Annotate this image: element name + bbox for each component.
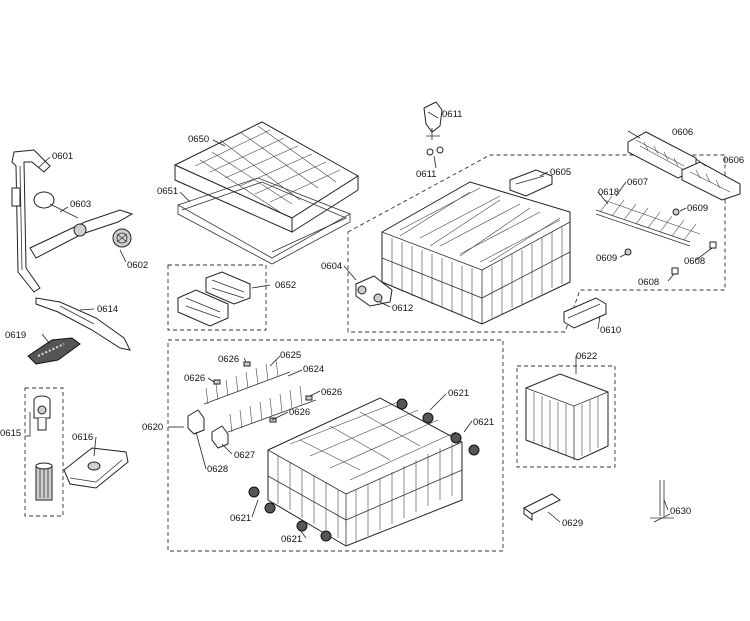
- label-0651: 0651: [157, 186, 178, 197]
- label-0615: 0615: [0, 428, 21, 439]
- label-0621-left: 0621: [230, 513, 251, 524]
- label-0628: 0628: [207, 464, 228, 475]
- lower-rack: [267, 397, 463, 547]
- supply-pipe-0601: [11, 149, 51, 293]
- label-0621-bottom: 0621: [281, 534, 302, 545]
- label-0616: 0616: [72, 432, 93, 443]
- label-0614: 0614: [97, 304, 118, 315]
- label-0603: 0603: [70, 199, 91, 210]
- label-0608-right: 0608: [684, 256, 705, 267]
- hub-0602: [112, 228, 132, 248]
- label-0624: 0624: [303, 364, 324, 375]
- part-0629: [523, 493, 561, 521]
- label-0618: 0618: [598, 187, 619, 198]
- label-0626-right: 0626: [321, 387, 342, 398]
- label-0629: 0629: [562, 518, 583, 529]
- label-0611-top: 0611: [442, 109, 462, 120]
- adjuster-0604: [355, 275, 393, 307]
- filter-group-outline: [24, 387, 64, 517]
- rail-clips-0652: [177, 271, 251, 327]
- label-0620: 0620: [142, 422, 163, 433]
- label-0626-top: 0626: [218, 354, 239, 365]
- label-0652: 0652: [275, 280, 296, 291]
- upper-rack: [381, 181, 571, 325]
- upper-spray-arm-0603: [29, 191, 134, 259]
- part-labels: 0601 0603 0602 0614 0619 0615 0616 0650 …: [0, 109, 744, 545]
- clip-0608-a: [709, 241, 717, 249]
- fold-down-tines-0607: [595, 195, 701, 247]
- label-0606-right: 0606: [723, 155, 744, 166]
- clip-0626-d: [269, 417, 277, 423]
- label-0609-top: 0609: [687, 203, 708, 214]
- label-0612: 0612: [392, 303, 413, 314]
- label-0626-middle: 0626: [289, 407, 310, 418]
- upper-rack-group-outline: [347, 154, 726, 333]
- label-0611-bottom: 0611: [416, 169, 436, 180]
- rack-rail-group-outline: [167, 264, 267, 331]
- label-0619: 0619: [5, 330, 26, 341]
- label-0607: 0607: [627, 177, 648, 188]
- clip-0605: [509, 169, 553, 197]
- fine-filter-0616: [63, 447, 129, 489]
- label-0650: 0650: [188, 134, 209, 145]
- label-0626-left: 0626: [184, 373, 205, 384]
- clip-0626-c: [305, 395, 313, 401]
- holder-0627: [211, 425, 229, 449]
- tine-row-0606-b: [681, 161, 741, 201]
- filter-0615: [33, 395, 53, 501]
- label-0605: 0605: [550, 167, 571, 178]
- clip-0609-b: [624, 248, 632, 256]
- handle-0610: [563, 297, 607, 329]
- label-0608-bottom: 0608: [638, 277, 659, 288]
- label-0627: 0627: [234, 450, 255, 461]
- label-0601: 0601: [52, 151, 73, 162]
- label-0625: 0625: [280, 350, 301, 361]
- clip-0626-a: [243, 361, 251, 367]
- leader-lines: [25, 128, 713, 539]
- label-0604: 0604: [321, 261, 342, 272]
- label-0621-top: 0621: [448, 388, 469, 399]
- holder-0628: [187, 409, 205, 435]
- label-0610: 0610: [600, 325, 621, 336]
- rack-frame-0651: [177, 177, 351, 265]
- clip-0608-b: [671, 267, 679, 275]
- lower-spray-arm-0614: [35, 297, 131, 351]
- wheels-0621: [248, 398, 480, 542]
- tines-0625: [203, 359, 291, 405]
- clip-0609-a: [672, 208, 680, 216]
- label-0606-top: 0606: [672, 127, 693, 138]
- cutlery-basket-group-outline: [516, 365, 616, 468]
- part-0619: [27, 337, 81, 365]
- clip-0626-b: [213, 379, 221, 385]
- label-0602: 0602: [127, 260, 148, 271]
- label-0622: 0622: [576, 351, 597, 362]
- label-0621-right: 0621: [473, 417, 494, 428]
- tine-0630: [650, 480, 674, 523]
- tines-0624: [227, 385, 317, 433]
- label-0630: 0630: [670, 506, 691, 517]
- label-0609-left: 0609: [596, 253, 617, 264]
- latch-0611: [423, 101, 444, 156]
- cutlery-basket-0622: [525, 373, 609, 461]
